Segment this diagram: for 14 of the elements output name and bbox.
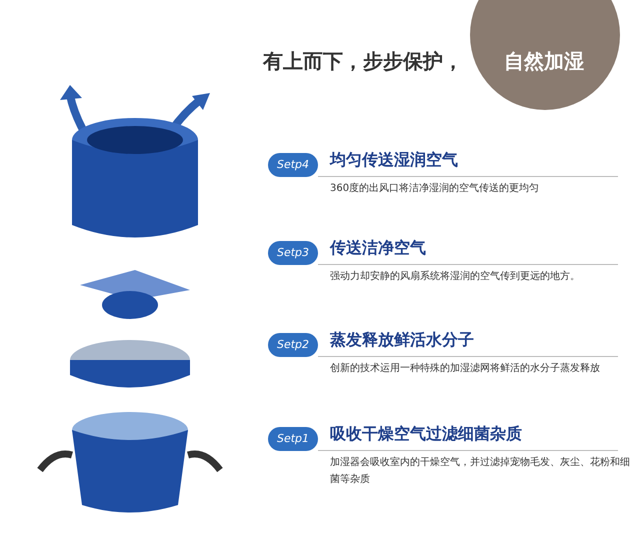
title-heading: 有上而下，步步保护， (263, 48, 463, 75)
highlight-text: 自然加湿 (504, 48, 584, 75)
step-badge: Setp3 (268, 241, 318, 265)
step-badge: Setp4 (268, 153, 318, 177)
step-description: 强动力却安静的风扇系统将湿润的空气传到更远的地方。 (330, 270, 581, 284)
step-badge: Setp1 (268, 427, 318, 451)
step-heading: 均匀传送湿润空气 (330, 150, 458, 171)
step-heading: 蒸发释放鲜活水分子 (330, 330, 474, 351)
step-badge: Setp2 (268, 333, 318, 357)
step-heading: 吸收干燥空气过滤细菌杂质 (330, 424, 522, 445)
step-description: 360度的出风口将洁净湿润的空气传送的更均匀 (330, 182, 540, 196)
step-description: 加湿器会吸收室内的干燥空气，并过滤掉宠物毛发、灰尘、花粉和细菌等杂质 (330, 456, 630, 487)
step-heading: 传送洁净空气 (330, 238, 426, 259)
step-description: 创新的技术运用一种特殊的加湿滤网将鲜活的水分子蒸发释放 (330, 362, 601, 376)
